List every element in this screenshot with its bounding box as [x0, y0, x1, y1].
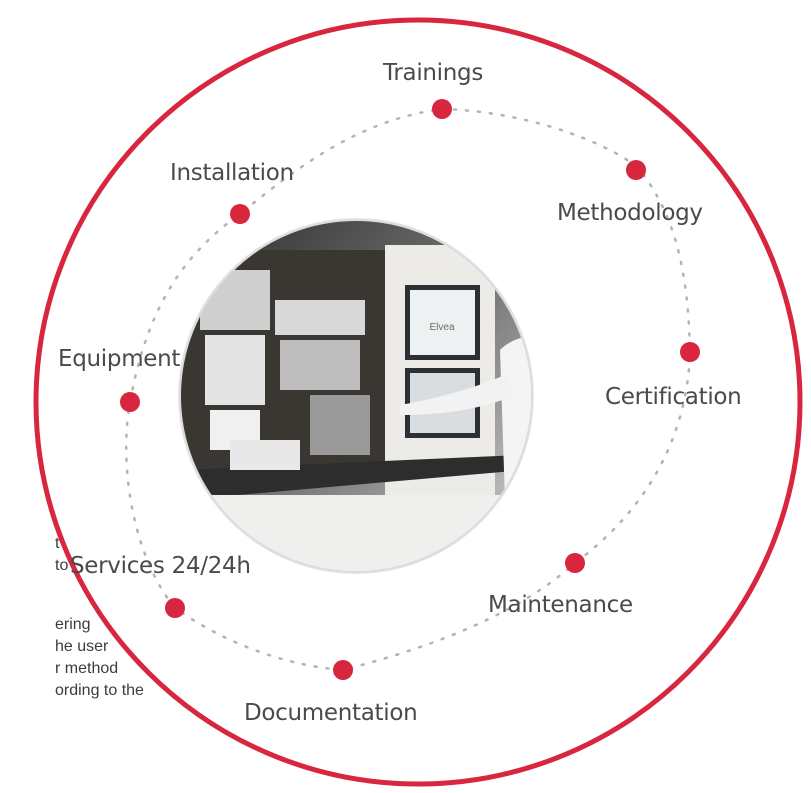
cycle-dot-installation	[230, 204, 250, 224]
cycle-dot-certification	[680, 342, 700, 362]
label-services: Services 24/24h	[70, 553, 251, 579]
side-text-line-4: he user	[55, 638, 109, 655]
side-text-line-5: r method	[55, 660, 119, 677]
label-installation: Installation	[170, 160, 294, 186]
cycle-dot-methodology	[626, 160, 646, 180]
label-equipment: Equipment	[58, 346, 181, 372]
label-certification: Certification	[605, 384, 742, 410]
cycle-dot-documentation	[333, 660, 353, 680]
screen-brand-text: Elvea	[429, 322, 454, 333]
cycle-dot-maintenance	[565, 553, 585, 573]
outer-ring	[33, 17, 803, 787]
side-text-line-1: t	[55, 535, 60, 552]
cycle-dot-services	[165, 598, 185, 618]
label-methodology: Methodology	[557, 200, 703, 226]
label-documentation: Documentation	[244, 700, 418, 726]
cycle-dot-equipment	[120, 392, 140, 412]
side-text-line-2: to	[55, 557, 69, 574]
cycle-dot-trainings	[432, 99, 452, 119]
label-trainings: Trainings	[383, 60, 484, 86]
label-maintenance: Maintenance	[488, 592, 633, 618]
side-text-line-6: ording to the	[55, 682, 144, 699]
laboratory-equipment-photo: Elvea	[178, 218, 534, 574]
side-text-line-3: ering	[55, 616, 91, 633]
